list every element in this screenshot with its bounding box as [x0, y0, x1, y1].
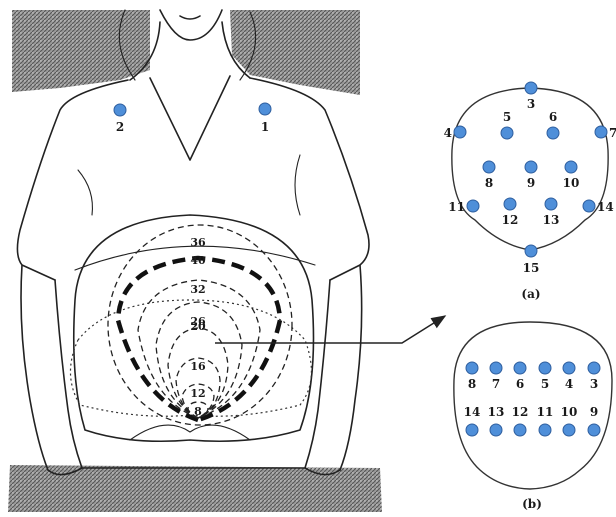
lap-shading [8, 465, 382, 512]
electrode-b-top-5 [539, 362, 551, 374]
electrode-b-label-13: 13 [488, 405, 505, 419]
electrode-b-label-5: 5 [541, 377, 549, 391]
electrode-a-label-5: 5 [503, 110, 511, 124]
contour-label-32: 32 [190, 283, 205, 296]
electrode-a-label-7: 7 [609, 126, 616, 140]
electrode-a-11 [467, 200, 479, 212]
panel-b: 8 7 6 5 4 3 14 13 12 11 10 9 (b) [454, 322, 612, 511]
electrode-a-label-4: 4 [444, 126, 452, 140]
panel-b-caption: (b) [522, 497, 542, 511]
electrode-b-top-4 [563, 362, 575, 374]
electrode-b-bottom-13 [490, 424, 502, 436]
electrode-a-label-8: 8 [485, 176, 493, 190]
electrode-a-label-10: 10 [563, 176, 580, 190]
electrode-a-12 [504, 198, 516, 210]
electrode-a-6 [547, 127, 559, 139]
electrode-a-label-11: 11 [448, 200, 465, 214]
electrode-b-top-8 [466, 362, 478, 374]
contour-label-12: 12 [190, 387, 205, 400]
electrode-a-label-3: 3 [527, 97, 535, 111]
electrode-a-5 [501, 127, 513, 139]
electrode-b-bottom-12 [514, 424, 526, 436]
electrode-a-9 [525, 161, 537, 173]
shirt-fold-left [78, 170, 92, 215]
arm-right [305, 265, 362, 470]
electrode-a-15 [525, 245, 537, 257]
electrode-b-bottom-14 [466, 424, 478, 436]
electrode-b-label-10: 10 [561, 405, 578, 419]
electrode-b-label-12: 12 [512, 405, 529, 419]
electrode-b-bottom-11 [539, 424, 551, 436]
shirt-fold-right [295, 155, 300, 215]
electrode-a-label-9: 9 [527, 176, 535, 190]
electrode-a-4 [454, 126, 466, 138]
electrode-b-label-4: 4 [565, 377, 573, 391]
electrode-a-14 [583, 200, 595, 212]
electrode-label-2: 2 [116, 120, 124, 134]
electrode-a-10 [565, 161, 577, 173]
electrode-b-top-3 [588, 362, 600, 374]
electrode-a-label-12: 12 [502, 213, 519, 227]
electrode-a-label-6: 6 [549, 110, 557, 124]
electrode-label-1: 1 [261, 120, 269, 134]
electrode-a-label-14: 14 [597, 200, 614, 214]
contour-label-16: 16 [190, 360, 206, 373]
panel-a-caption: (a) [521, 287, 540, 301]
chin [160, 10, 222, 40]
electrode-b-label-3: 3 [590, 377, 598, 391]
contour-label-40: 40 [190, 254, 206, 267]
electrode-b-label-11: 11 [537, 405, 554, 419]
contour-label-8: 8 [194, 405, 202, 418]
electrode-b-bottom-10 [563, 424, 575, 436]
contour-label-36: 36 [190, 236, 206, 249]
electrode-a-label-13: 13 [543, 213, 560, 227]
arm-left [21, 265, 82, 470]
gestation-contours: 36 40 32 26 20 16 12 8 [108, 225, 292, 425]
electrode-b-label-9: 9 [590, 405, 598, 419]
pelvis-line [130, 425, 250, 440]
electrode-b-label-14: 14 [464, 405, 481, 419]
electrode-b-bottom-9 [588, 424, 600, 436]
shirt-outline [17, 78, 369, 280]
electrode-a-7 [595, 126, 607, 138]
electrode-b-label-6: 6 [516, 377, 524, 391]
torso-electrodes: 2 1 [114, 103, 271, 134]
electrode-b-label-8: 8 [468, 377, 476, 391]
electrode-b-top-7 [490, 362, 502, 374]
electrode-a-8 [483, 161, 495, 173]
lips [180, 16, 200, 19]
electrode-b-top-6 [514, 362, 526, 374]
electrode-a-13 [545, 198, 557, 210]
electrode-2 [114, 104, 126, 116]
electrode-a-label-15: 15 [523, 261, 540, 275]
pointer-arrow [215, 316, 445, 343]
electrode-a-3 [525, 82, 537, 94]
contour-label-20: 20 [190, 320, 206, 333]
electrode-1 [259, 103, 271, 115]
shirt-collar [150, 76, 230, 160]
panel-a: 3 5 6 4 7 8 9 10 11 12 13 14 15 (a) [444, 82, 616, 301]
hair-right [230, 10, 360, 95]
electrode-b-label-7: 7 [492, 377, 500, 391]
